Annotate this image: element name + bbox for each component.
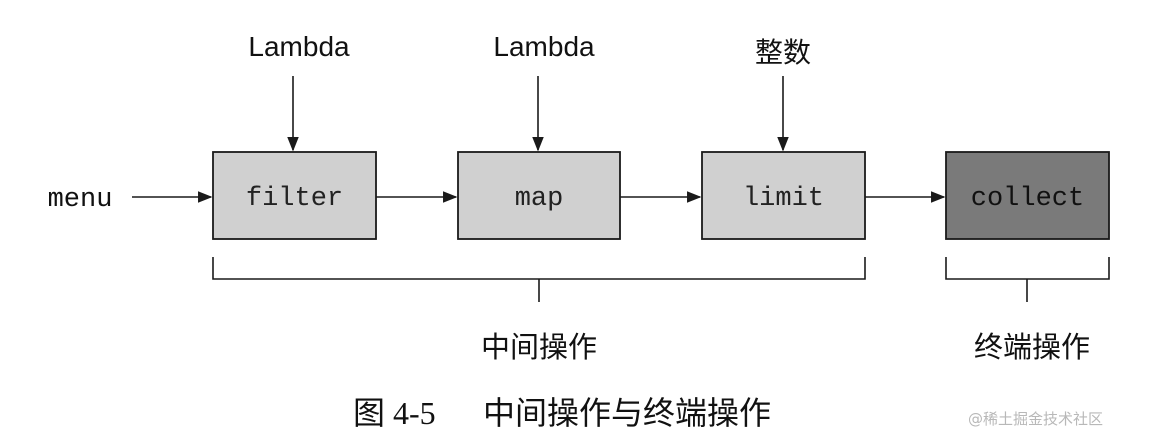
limit-operation-label: limit bbox=[743, 184, 824, 214]
terminal-operations-label: 终端操作 bbox=[974, 331, 1090, 364]
limit-operation-box: limit bbox=[701, 151, 866, 240]
intermediate-bracket bbox=[212, 257, 866, 302]
intermediate-operations-label: 中间操作 bbox=[481, 331, 597, 364]
figure-number: 图 4-5 bbox=[353, 395, 436, 431]
figure-caption: 图 4-5 中间操作与终端操作 bbox=[353, 395, 771, 431]
limit-input-label: 整数 bbox=[755, 37, 811, 68]
watermark: @稀土掘金技术社区 bbox=[968, 410, 1104, 428]
menu-source-label: menu bbox=[48, 185, 113, 215]
map-operation-label: map bbox=[515, 184, 564, 214]
map-input-label: Lambda bbox=[493, 31, 595, 62]
filter-input-label: Lambda bbox=[248, 31, 350, 62]
collect-operation-label: collect bbox=[971, 184, 1084, 214]
filter-operation-box: filter bbox=[212, 151, 377, 240]
collect-operation-box: collect bbox=[945, 151, 1110, 240]
terminal-bracket bbox=[945, 257, 1110, 302]
map-operation-box: map bbox=[457, 151, 621, 240]
figure-title: 中间操作与终端操作 bbox=[483, 395, 771, 431]
filter-operation-label: filter bbox=[246, 184, 343, 214]
